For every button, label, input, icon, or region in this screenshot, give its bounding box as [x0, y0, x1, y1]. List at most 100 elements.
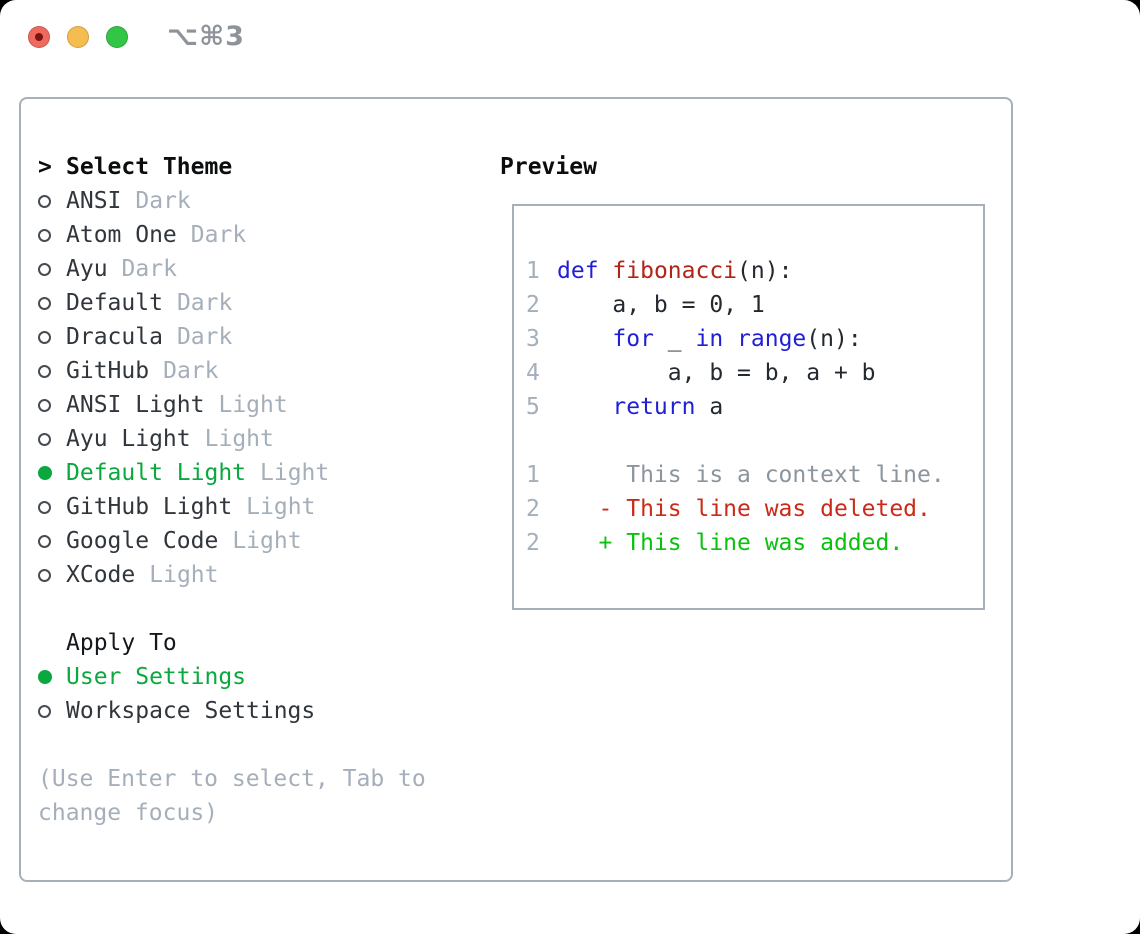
theme-option-default-light[interactable]: Default Light Light: [38, 456, 474, 490]
code-token: (n):: [737, 258, 793, 284]
theme-name: Default Light: [66, 460, 247, 486]
code-token: _: [653, 326, 696, 352]
apply-to-header: Apply To: [38, 626, 474, 660]
theme-option-ansi-light[interactable]: ANSI Light Light: [38, 388, 474, 422]
theme-name: Google Code: [66, 528, 219, 554]
spacer: [38, 592, 474, 626]
code-line: [526, 424, 983, 458]
theme-option-atom-one[interactable]: Atom One Dark: [38, 218, 474, 252]
theme-variant: Dark: [135, 188, 191, 214]
unsaved-dot-icon: [35, 33, 43, 41]
line-number: 2: [526, 496, 540, 522]
code-token: [723, 326, 737, 352]
radio-unselected-icon: [38, 296, 51, 310]
code-line: 2 + This line was added.: [526, 526, 983, 560]
theme-variant: Dark: [190, 222, 247, 248]
radio-marker: [38, 432, 66, 446]
code-token: - This line was deleted.: [557, 496, 931, 522]
minimize-button[interactable]: [67, 26, 89, 48]
code-token: for: [612, 326, 654, 352]
theme-variant: Dark: [176, 290, 233, 316]
theme-option-xcode[interactable]: XCode Light: [38, 558, 474, 592]
radio-marker: [38, 364, 66, 378]
radio-unselected-icon: [38, 500, 51, 514]
radio-marker: [38, 398, 66, 412]
theme-option-ansi[interactable]: ANSI Dark: [38, 184, 474, 218]
theme-picker-panel: > Select Theme ANSI Dark Atom One Dark A…: [19, 97, 1013, 882]
theme-name: ANSI: [66, 188, 122, 214]
theme-option-default[interactable]: Default Dark: [38, 286, 474, 320]
picker-title: Select Theme: [66, 154, 233, 180]
spacer: [38, 728, 474, 762]
prompt-icon: >: [38, 154, 52, 180]
code-token: + This line was added.: [557, 530, 904, 556]
line-number: 3: [526, 326, 540, 352]
preview-pane: 1 def fibonacci(n): 2 a, b = 0, 1 3 for …: [512, 204, 985, 610]
theme-variant: Dark: [121, 256, 177, 282]
radio-marker: [38, 466, 66, 480]
keyboard-hint: (Use Enter to select, Tab to change focu…: [38, 766, 426, 826]
code-token: a, b = 0, 1: [557, 292, 765, 318]
theme-name: Dracula: [66, 324, 163, 350]
theme-name: XCode: [66, 562, 136, 588]
theme-variant: Light: [246, 494, 316, 520]
theme-variant: Dark: [163, 358, 219, 384]
theme-option-github[interactable]: GitHub Dark: [38, 354, 474, 388]
radio-marker: [38, 670, 66, 684]
code-token: range: [737, 326, 807, 352]
radio-unselected-icon: [38, 330, 51, 344]
theme-name: Atom One: [66, 222, 177, 248]
code-token: fibonacci: [612, 258, 738, 284]
code-token: This is a context line.: [557, 462, 945, 488]
radio-unselected-icon: [38, 228, 51, 242]
line-number: 2: [526, 530, 540, 556]
theme-variant: Light: [260, 460, 330, 486]
radio-unselected-icon: [38, 364, 51, 378]
select-theme-header: > Select Theme: [38, 150, 474, 184]
zoom-button[interactable]: [106, 26, 128, 48]
radio-unselected-icon: [38, 704, 51, 718]
theme-variant: Light: [218, 392, 288, 418]
code-line: 5 return a: [526, 390, 983, 424]
theme-option-ayu-light[interactable]: Ayu Light Light: [38, 422, 474, 456]
apply-to-list: User Settings Workspace Settings: [38, 660, 474, 728]
apply-option-label: User Settings: [66, 664, 247, 690]
apply-option-workspace-settings[interactable]: Workspace Settings: [38, 694, 474, 728]
theme-option-dracula[interactable]: Dracula Dark: [38, 320, 474, 354]
radio-marker: [38, 330, 66, 344]
line-number: 4: [526, 360, 540, 386]
theme-name: Ayu: [66, 256, 108, 282]
radio-marker: [38, 500, 66, 514]
line-number: 5: [526, 394, 540, 420]
radio-unselected-icon: [38, 398, 51, 412]
apply-to-title: Apply To: [66, 630, 177, 656]
code-line: 2 a, b = 0, 1: [526, 288, 983, 322]
radio-marker: [38, 194, 66, 208]
code-token: [557, 394, 612, 420]
line-number: 1: [526, 462, 540, 488]
window-shortcut-label: ⌥⌘3: [167, 21, 245, 52]
theme-variant: Light: [232, 528, 302, 554]
theme-option-github-light[interactable]: GitHub Light Light: [38, 490, 474, 524]
radio-unselected-icon: [38, 534, 51, 548]
theme-option-ayu[interactable]: Ayu Dark: [38, 252, 474, 286]
radio-unselected-icon: [38, 262, 51, 276]
line-number: 2: [526, 292, 540, 318]
close-button[interactable]: [28, 26, 50, 48]
theme-list: ANSI Dark Atom One Dark Ayu Dark Default…: [38, 184, 474, 592]
theme-name: ANSI Light: [66, 392, 205, 418]
radio-unselected-icon: [38, 194, 51, 208]
radio-marker: [38, 704, 66, 718]
apply-option-user-settings[interactable]: User Settings: [38, 660, 474, 694]
radio-selected-icon: [38, 670, 52, 684]
code-token: return: [612, 394, 696, 420]
theme-list-column: > Select Theme ANSI Dark Atom One Dark A…: [38, 150, 474, 830]
radio-unselected-icon: [38, 432, 51, 446]
code-token: a, b = b, a + b: [557, 360, 876, 386]
theme-option-google-code[interactable]: Google Code Light: [38, 524, 474, 558]
line-number: 1: [526, 258, 540, 284]
code-token: (n):: [806, 326, 862, 352]
radio-selected-icon: [38, 466, 52, 480]
prompt-marker: >: [38, 154, 66, 180]
